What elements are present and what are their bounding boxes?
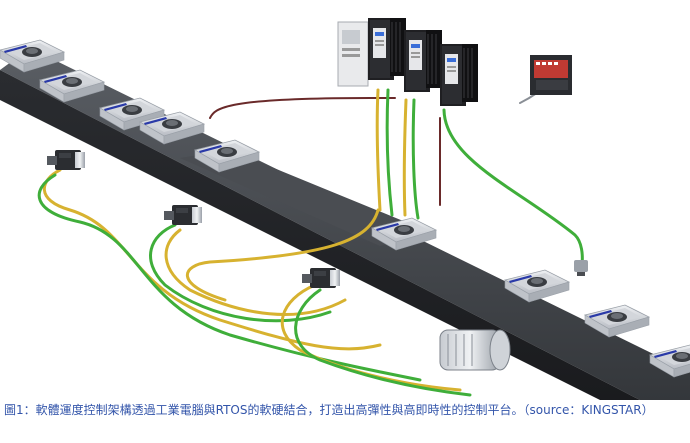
servo-motor-icon	[302, 268, 340, 288]
servo-drive-icon	[367, 17, 407, 81]
servo-motor-icon	[47, 150, 85, 170]
servo-drive-icon	[403, 29, 443, 93]
proximity-sensor-icon	[574, 260, 588, 276]
figure-caption: 圖1：軟體運度控制架構透過工業電腦與RTOS的軟硬結合，打造出高彈性與高即時性的…	[4, 403, 654, 417]
servo-drive-icon	[337, 21, 369, 87]
conveyor-system-illustration	[0, 17, 690, 400]
servo-drives	[337, 17, 479, 107]
servo-motor-icon	[164, 205, 202, 225]
plc-controller-icon	[530, 55, 572, 95]
ac-motor-icon	[439, 329, 511, 371]
servo-drive-icon	[439, 43, 479, 107]
cables	[37, 81, 584, 397]
